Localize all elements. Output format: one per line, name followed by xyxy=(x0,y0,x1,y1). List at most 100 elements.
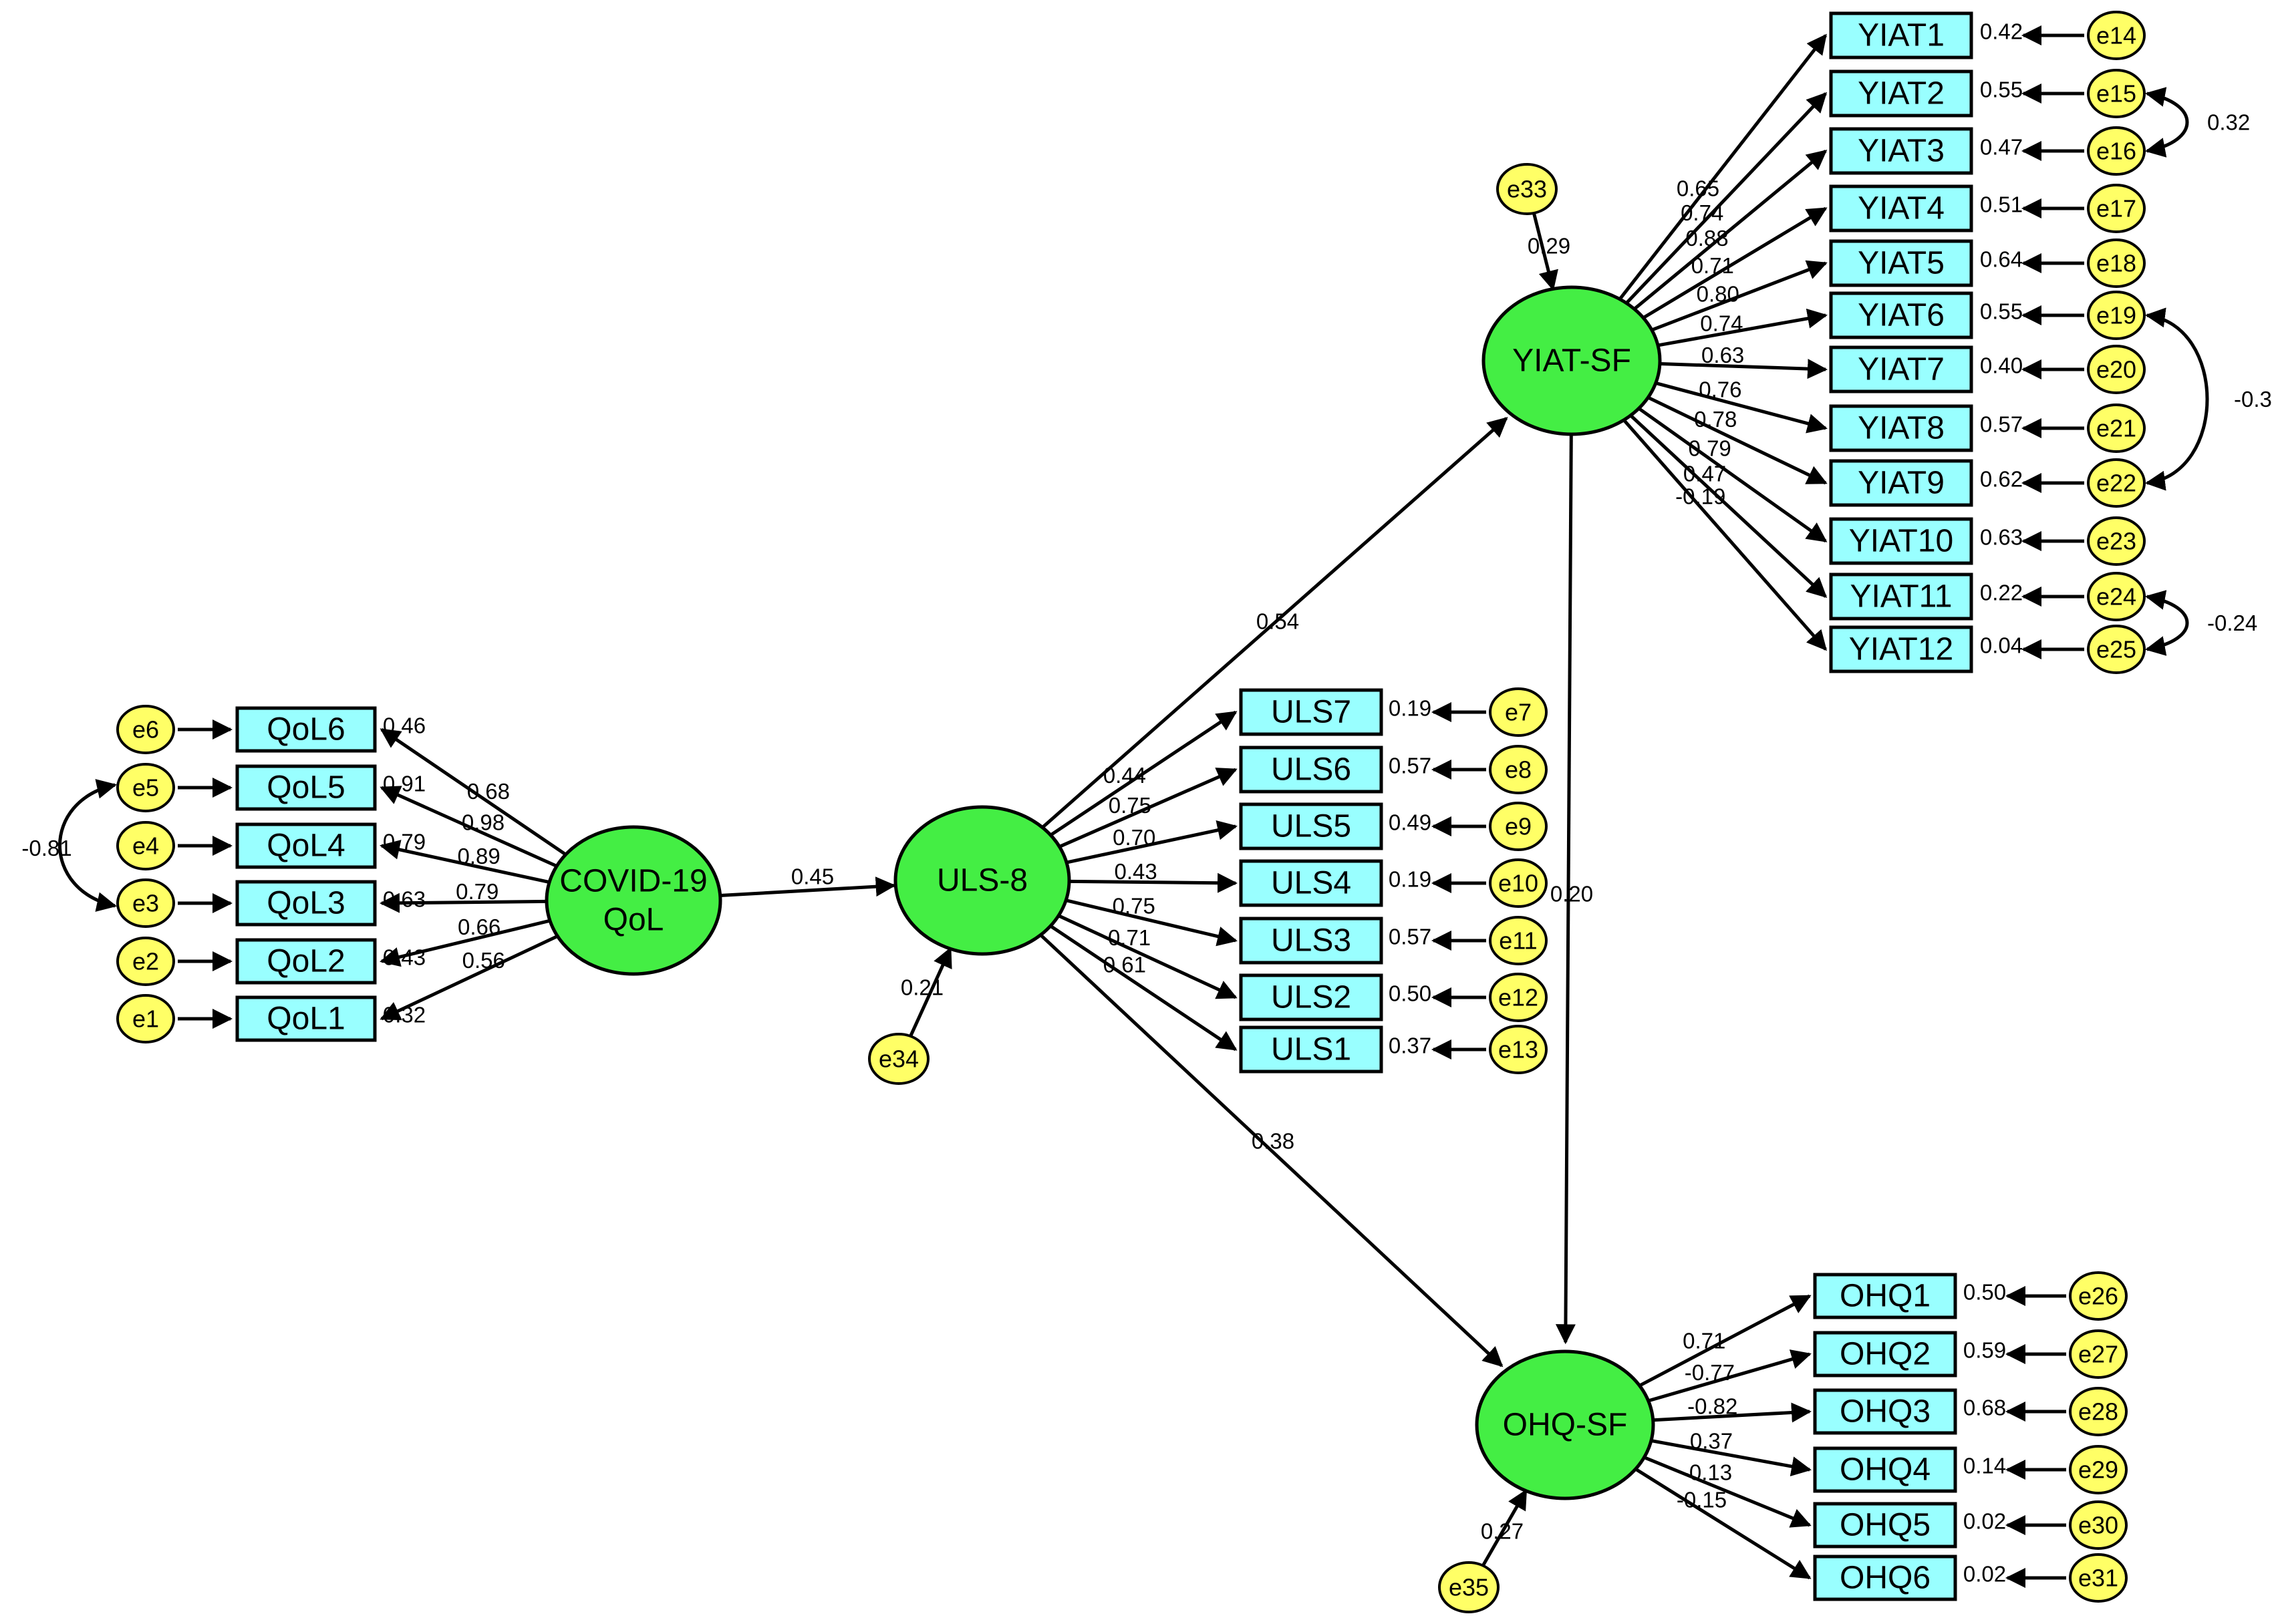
r-squared-value: 0.63 xyxy=(1980,525,2023,550)
r-squared-value: 0.55 xyxy=(1980,77,2023,102)
latent-covid-ellipse xyxy=(545,825,722,976)
covariance-e5-e3 xyxy=(58,779,117,912)
loading-value: 0.79 xyxy=(456,879,499,904)
indicator-yiat9-box xyxy=(1829,459,1973,507)
r-squared-value: 0.02 xyxy=(1963,1562,2006,1587)
loading-path-qol3 xyxy=(380,892,547,913)
indicator-name: YIAT3 xyxy=(1858,134,1945,169)
error-label: e12 xyxy=(1498,984,1538,1011)
r-squared-value: 0.04 xyxy=(1980,633,2023,658)
indicator-name: YIAT6 xyxy=(1858,298,1945,333)
loading-path-yiat3 xyxy=(1633,150,1828,311)
latent-ohq-ellipse xyxy=(1475,1349,1655,1500)
error-e15-circle xyxy=(2087,69,2146,118)
indicator-ohq3-box xyxy=(1813,1388,1957,1435)
error-label: e16 xyxy=(2096,138,2136,165)
covariance-value: -0.31 xyxy=(2234,387,2272,412)
loading-value: 0.89 xyxy=(458,844,501,868)
indicator-qol2-box xyxy=(235,938,377,985)
loading-path-qol6 xyxy=(380,727,567,856)
indicator-yiat11-box xyxy=(1829,573,1973,621)
error-e11-circle xyxy=(1489,916,1548,965)
loading-path-uls5 xyxy=(1066,820,1238,864)
loading-value: 0.61 xyxy=(1103,953,1146,977)
loading-path-uls4 xyxy=(1069,872,1238,893)
indicator-name: YIAT1 xyxy=(1858,18,1945,53)
loading-path-uls6 xyxy=(1058,768,1238,848)
disturbance-r-squared: 0.21 xyxy=(901,975,944,1000)
indicator-uls2-box xyxy=(1239,973,1383,1021)
loading-path-yiat1 xyxy=(1618,33,1827,301)
error-e18-circle xyxy=(2087,238,2146,288)
indicator-name: YIAT5 xyxy=(1858,246,1945,281)
error-e3-circle xyxy=(116,878,175,928)
indicator-name: QoL2 xyxy=(267,944,345,979)
disturbance-e33-circle xyxy=(1496,163,1558,215)
indicator-name: ULS6 xyxy=(1271,752,1351,788)
covariance-e15-e16 xyxy=(2145,87,2189,158)
r-squared-value: 0.02 xyxy=(1963,1509,2006,1534)
error-label: e28 xyxy=(2078,1398,2118,1426)
error-label: e8 xyxy=(1505,756,1532,784)
error-label: e19 xyxy=(2096,302,2136,329)
error-label: e2 xyxy=(132,948,159,975)
indicator-name: QoL3 xyxy=(267,886,345,921)
loading-path-yiat11 xyxy=(1629,414,1828,599)
indicator-yiat8-box xyxy=(1829,404,1973,452)
loading-value: 0.66 xyxy=(458,915,501,939)
loading-value: 0.63 xyxy=(1701,343,1744,367)
error-e16-circle xyxy=(2087,126,2146,176)
indicator-yiat7-box xyxy=(1829,345,1973,393)
indicator-ohq1-box xyxy=(1813,1273,1957,1319)
loading-value: -0.77 xyxy=(1685,1360,1735,1385)
shapes-layer xyxy=(116,11,2146,1613)
error-e28-circle xyxy=(2069,1387,2128,1436)
loading-path-uls7 xyxy=(1049,710,1238,837)
loading-path-qol1 xyxy=(380,935,559,1021)
error-label: e26 xyxy=(2078,1283,2118,1310)
error-e22-circle xyxy=(2087,458,2146,508)
loading-path-uls1 xyxy=(1049,925,1238,1051)
path-lines-layer xyxy=(58,25,2209,1588)
indicator-uls1-box xyxy=(1239,1025,1383,1074)
r-squared-value: 0.32 xyxy=(383,1003,426,1027)
disturbance-label: e33 xyxy=(1507,176,1547,203)
latent-uls8-ellipse xyxy=(893,805,1071,956)
loading-value: 0.71 xyxy=(1108,925,1151,950)
indicator-name: ULS7 xyxy=(1271,695,1351,730)
error-e31-circle xyxy=(2069,1553,2128,1603)
disturbance-path-e34 xyxy=(909,947,952,1037)
structural-path-yiat-to-ohq xyxy=(1555,434,1576,1345)
r-squared-value: 0.62 xyxy=(1980,467,2023,492)
error-e19-circle xyxy=(2087,291,2146,340)
r-squared-value: 0.22 xyxy=(1980,581,2023,605)
error-e23-circle xyxy=(2087,516,2146,566)
error-e25-circle xyxy=(2087,625,2146,674)
error-label: e20 xyxy=(2096,356,2136,383)
indicator-ohq5-box xyxy=(1813,1502,1957,1549)
error-e27-circle xyxy=(2069,1329,2128,1379)
indicator-yiat5-box xyxy=(1829,239,1973,287)
error-e8-circle xyxy=(1489,745,1548,794)
loading-value: 0.65 xyxy=(1677,176,1719,200)
r-squared-value: 0.63 xyxy=(383,887,426,912)
loading-path-uls2 xyxy=(1058,914,1238,999)
indicator-name: OHQ4 xyxy=(1840,1452,1931,1488)
latent-yiat-ellipse xyxy=(1481,285,1662,436)
error-e14-circle xyxy=(2087,11,2146,60)
error-label: e15 xyxy=(2096,80,2136,108)
loading-value: -0.82 xyxy=(1687,1394,1737,1418)
indicator-ohq4-box xyxy=(1813,1446,1957,1493)
error-label: e21 xyxy=(2096,415,2136,442)
disturbance-e35-circle xyxy=(1438,1561,1500,1613)
error-label: e14 xyxy=(2096,22,2136,49)
error-label: e11 xyxy=(1499,927,1537,955)
loading-value: 0.80 xyxy=(1697,281,1739,306)
disturbance-label: e34 xyxy=(879,1045,919,1073)
indicator-uls4-box xyxy=(1239,859,1383,907)
error-label: e31 xyxy=(2078,1565,2118,1592)
loading-value: 0.79 xyxy=(1689,436,1731,460)
r-squared-value: 0.57 xyxy=(1389,754,1431,778)
indicator-name: ULS4 xyxy=(1271,866,1351,901)
r-squared-value: 0.49 xyxy=(1389,810,1431,835)
